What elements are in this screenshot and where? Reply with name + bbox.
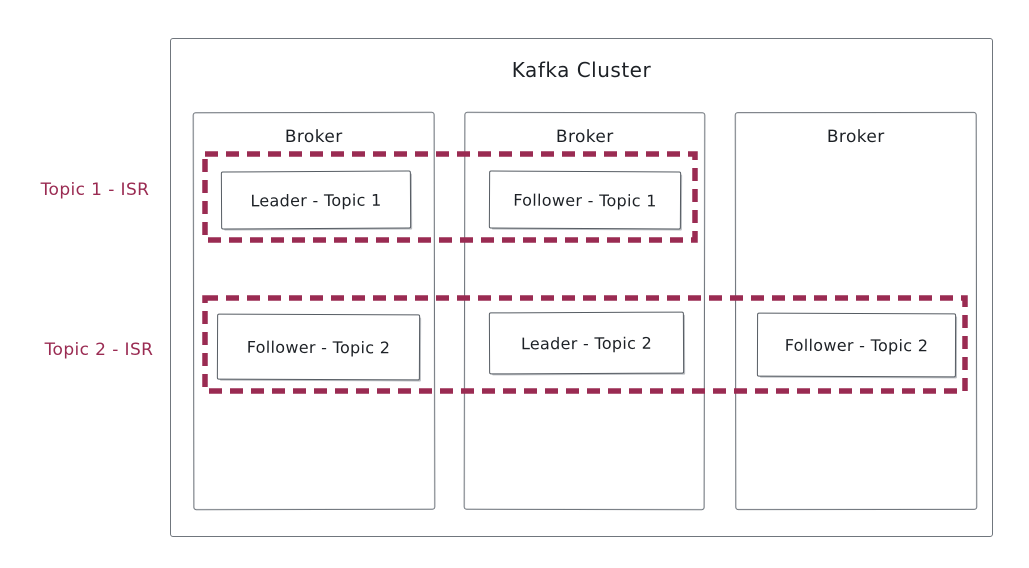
partition-leader-topic-1: Leader - Topic 1: [220, 170, 412, 230]
broker-1-label: Broker: [284, 126, 343, 148]
partition-follower-topic-1: Follower - Topic 1: [488, 170, 682, 230]
partition-follower-topic-2-broker3: Follower - Topic 2: [756, 312, 957, 378]
topic1-isr-label: Topic 1 - ISR: [40, 180, 150, 200]
broker-2-label: Broker: [555, 126, 614, 148]
kafka-cluster-title: Kafka Cluster: [511, 58, 652, 82]
broker-box-3: Broker: [734, 111, 978, 511]
partition-leader-topic-2: Leader - Topic 2: [488, 311, 685, 375]
topic2-isr-label: Topic 2 - ISR: [44, 340, 154, 360]
partition-follower-topic-2-broker1: Follower - Topic 2: [216, 313, 421, 381]
broker-3-label: Broker: [826, 126, 885, 148]
